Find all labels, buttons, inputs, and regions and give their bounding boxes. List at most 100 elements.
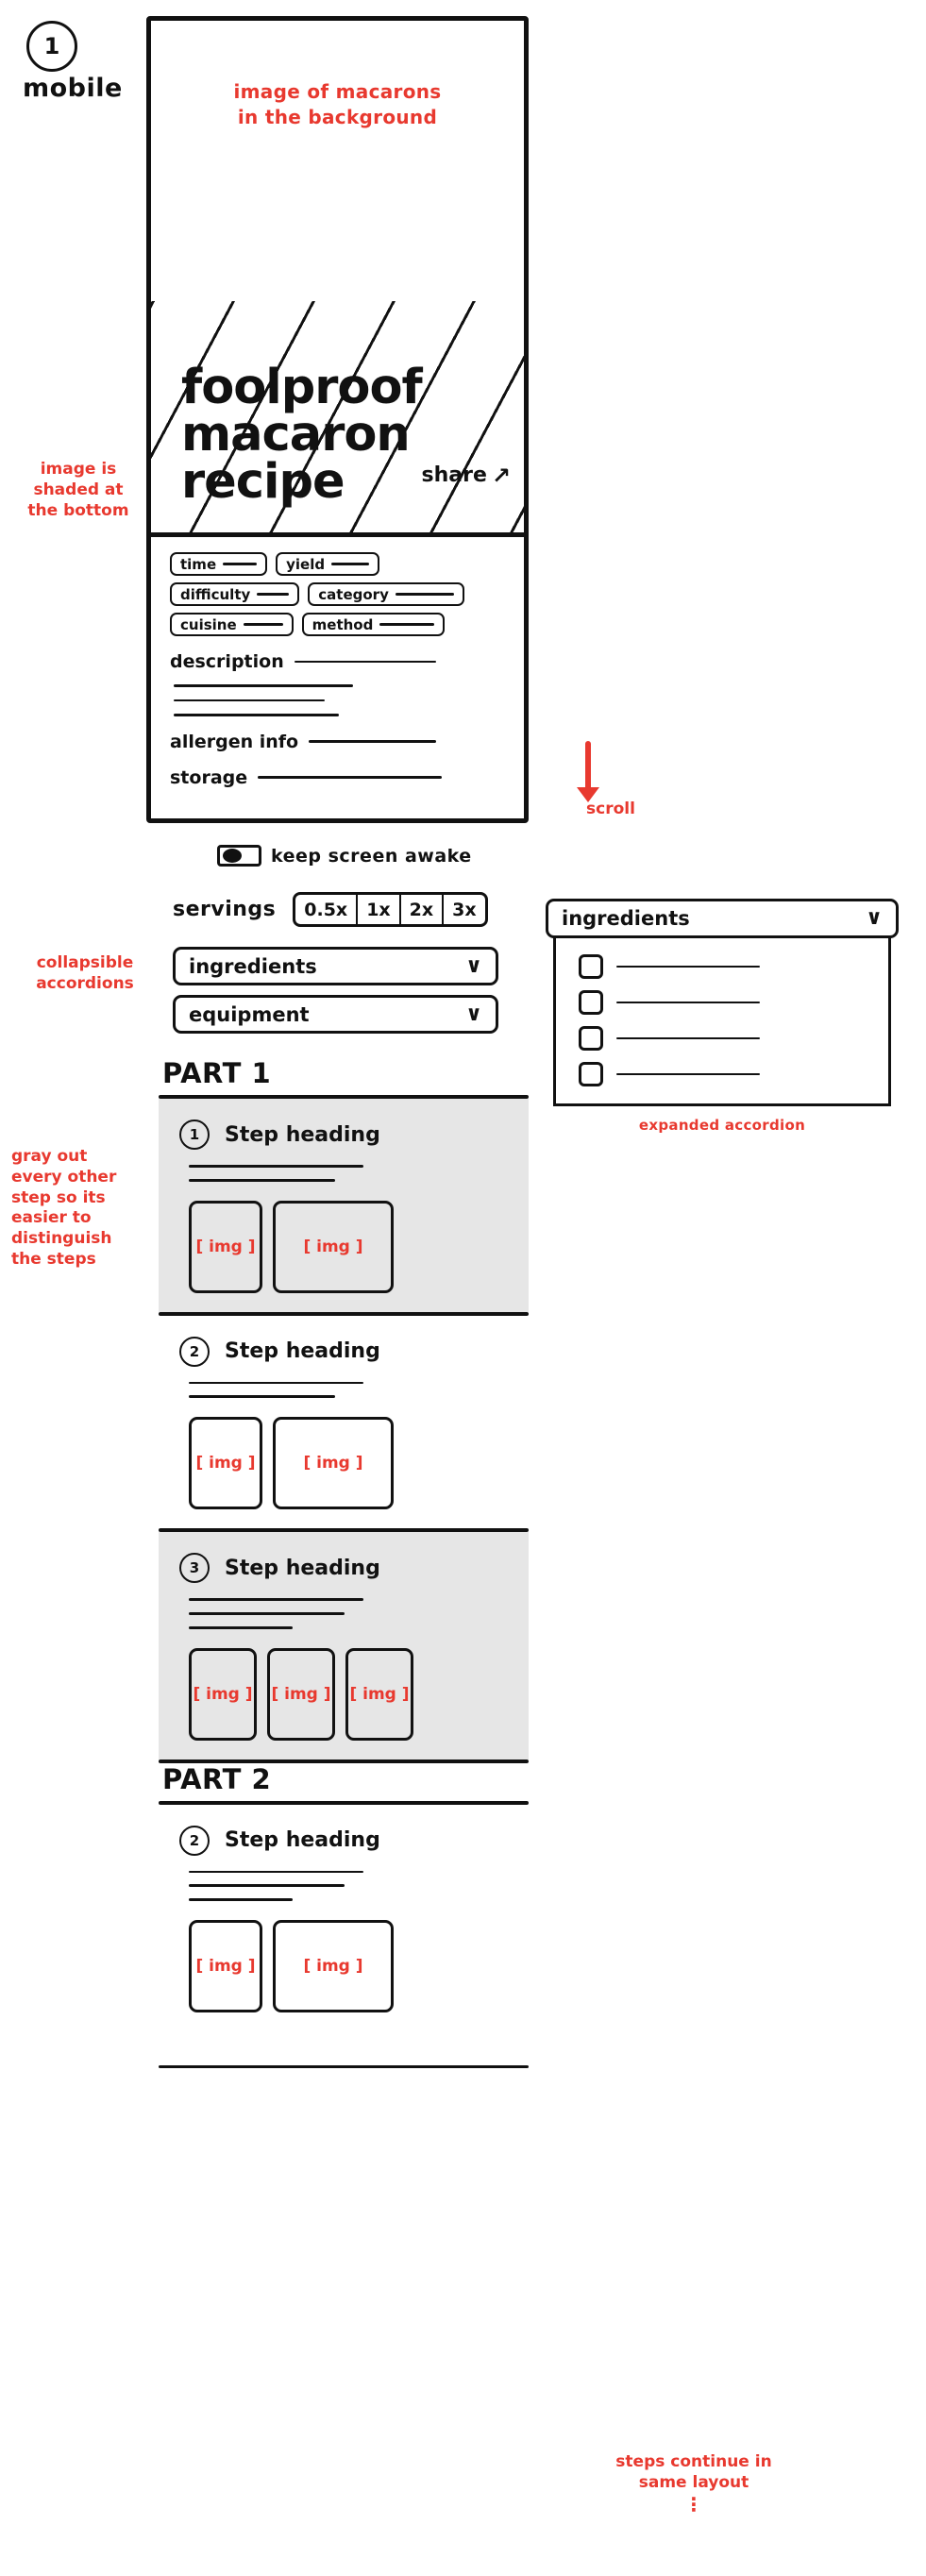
meta-pill-label: method [311,615,374,633]
annotation-gray-out-steps: gray out every other step so its easier … [11,1147,117,1269]
step-body-line [189,1178,335,1182]
step-image-placeholder: [ img ] [273,1200,394,1293]
step-title: Step heading [225,1339,380,1364]
hero-image-area: image of macarons in the background fool… [151,21,524,537]
marker-number: 1 [26,21,77,72]
expanded-accordion-header[interactable]: ingredients ∨ [546,899,899,938]
meta-pill-yield: yield [276,552,380,576]
description-line [174,699,325,702]
recipe-meta-panel: time yield difficulty category cuisine method… [151,537,524,818]
step-title: Step heading [225,1556,380,1580]
ingredient-checkbox-row[interactable] [556,1020,888,1056]
share-arrow-icon: ↗ [491,462,511,489]
step-image-placeholder: [ img ] [189,1417,262,1510]
servings-option-3x[interactable]: 3x [452,899,477,920]
annotation-scroll: scroll [586,800,635,818]
description-line [174,714,339,716]
meta-pill-value-rule [379,623,435,626]
meta-pill-value-rule [257,593,290,596]
keep-screen-awake-toggle[interactable] [217,845,261,867]
step-title: Step heading [225,1122,380,1147]
step-number: 2 [179,1825,210,1856]
ingredient-checkbox-row[interactable] [556,949,888,985]
marker-label: mobile [23,74,123,103]
checkbox[interactable] [579,954,603,979]
step-divider [159,1311,529,1316]
step-body-line [189,1598,363,1601]
meta-pill-value-rule [395,593,454,596]
step-image-row: [ img ][ img ] [159,1193,529,1293]
step-body-line [189,1395,335,1399]
accordion-equipment[interactable]: equipment ∨ [173,995,498,1034]
step-body-lines [159,1856,529,1901]
meta-pill-cuisine: cuisine [170,613,294,636]
part-title: PART 2 [162,1762,272,1795]
step-image-placeholder: [ img ] [345,1647,413,1741]
share-button[interactable]: share ↗ [422,463,511,487]
expanded-accordion: ingredients ∨ expanded accordion [546,899,899,1136]
description-label: description [170,651,284,672]
step-image-placeholder: [ img ] [189,1919,262,2012]
annotation-steps-continue: steps continue in same layout ⋮ [552,2452,835,2514]
step-divider [159,1759,529,1763]
checkbox[interactable] [579,990,603,1015]
step-header: 3 Step heading [159,1553,529,1584]
ingredient-text-rule [616,1001,760,1004]
step-image-placeholder: [ img ] [273,1919,394,2012]
keep-screen-awake-row[interactable]: keep screen awake [217,845,472,867]
ingredient-checkbox-row[interactable] [556,1056,888,1092]
ingredient-text-rule [616,965,760,968]
step-body-lines [159,1367,529,1399]
meta-pill-time: time [170,552,268,576]
step-image-row: [ img ][ img ] [159,1912,529,2012]
meta-pill-value-rule [223,563,258,565]
step-number: 3 [179,1553,210,1584]
checkbox[interactable] [579,1026,603,1051]
checkbox[interactable] [579,1062,603,1086]
meta-pill-label: difficulty [180,585,251,603]
meta-pill-category: category [308,582,464,606]
meta-pill-row: difficulty category [170,582,505,606]
step-body-line [189,1381,363,1385]
step-body-line [189,1870,363,1874]
share-label: share [421,463,487,487]
accordion-ingredients-label: ingredients [189,954,317,978]
step-body-line [189,1611,345,1615]
annotation-steps-continue-text: steps continue in same layout [615,2452,772,2492]
meta-pill-row: time yield [170,552,505,576]
step-image-row: [ img ][ img ][ img ] [159,1641,529,1741]
step-card: 2 Step heading [ img ][ img ] [159,1805,529,2031]
storage-label: storage [170,766,248,788]
step-image-placeholder: [ img ] [189,1647,257,1741]
step-number: 2 [179,1336,210,1367]
meta-pill-label: time [180,555,217,573]
description-rule [294,660,436,664]
meta-pill-label: cuisine [180,615,237,633]
step-image-placeholder: [ img ] [267,1647,335,1741]
screen-marker: 1 mobile [23,21,123,103]
ingredient-checkbox-row[interactable] [556,985,888,1020]
toggle-knob [223,849,242,863]
storage-field: storage [170,767,505,788]
allergen-field: allergen info [170,732,505,752]
step-image-placeholder: [ img ] [189,1200,262,1293]
part-title: PART 1 [162,1057,272,1089]
step-image-placeholder: [ img ] [273,1417,394,1510]
servings-option-2x[interactable]: 2x [401,895,445,924]
phone-frame: image of macarons in the background fool… [146,16,529,823]
step-divider [159,2064,529,2068]
step-body-lines [159,1583,529,1629]
ingredient-text-rule [616,1036,760,1040]
step-body-lines [159,1150,529,1182]
step-title: Step heading [225,1828,380,1853]
accordion-ingredients[interactable]: ingredients ∨ [173,947,498,985]
servings-option-1x[interactable]: 1x [358,895,401,924]
allergen-label: allergen info [170,731,299,752]
description-field: description [170,651,505,672]
servings-option-0.5x[interactable]: 0.5x [295,895,359,924]
annotation-collapsible-accordions: collapsible accordions [36,953,134,993]
